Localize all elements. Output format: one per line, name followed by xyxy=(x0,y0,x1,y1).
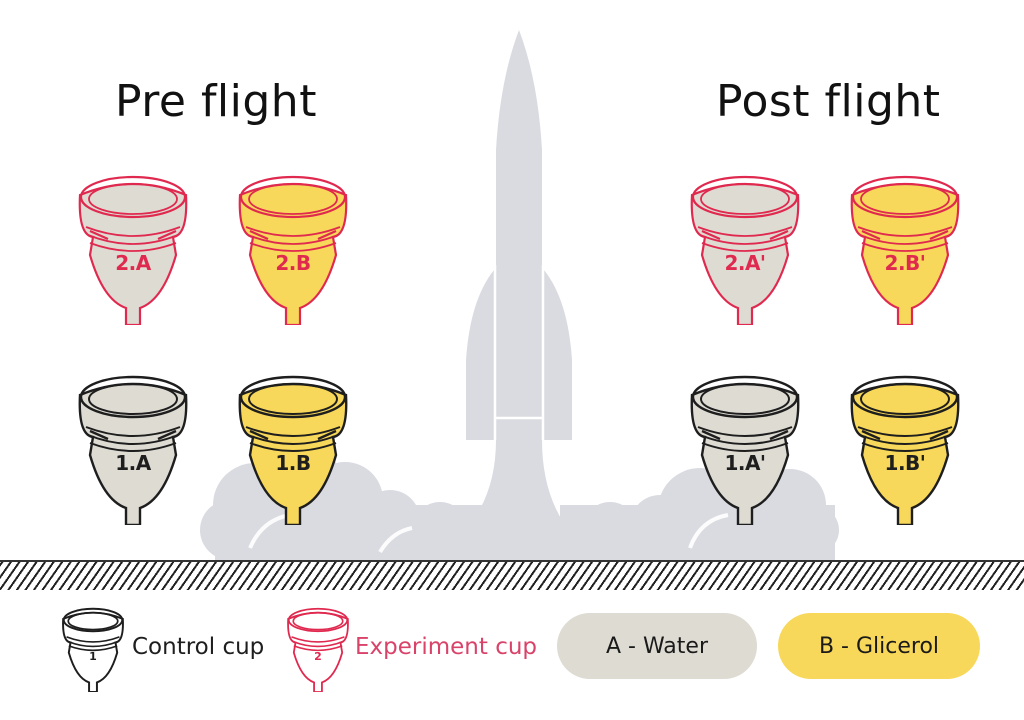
cup-label: 2.A' xyxy=(724,251,766,275)
pre-flight-heading: Pre flight xyxy=(115,76,317,127)
cup-2a-prime-experiment-water: 2.A' xyxy=(680,165,810,325)
legend-experiment-cup: 2 xyxy=(280,602,356,692)
cup-label: 2.B xyxy=(275,251,311,275)
cup-2a-experiment-water: 2.A xyxy=(68,165,198,325)
menstrual-cup-icon xyxy=(78,375,188,525)
cup-2b-prime-experiment-glicerol: 2.B' xyxy=(840,165,970,325)
legend-glicerol-pill: B - Glicerol xyxy=(778,613,980,679)
cup-label: 2.B' xyxy=(884,251,926,275)
cup-label: 1.B xyxy=(275,451,311,475)
cup-1a-control-water: 1.A xyxy=(68,365,198,525)
cup-1b-control-glicerol: 1.B xyxy=(228,365,358,525)
cup-label: 1.A' xyxy=(724,451,766,475)
menstrual-cup-icon xyxy=(690,375,800,525)
menstrual-cup-icon xyxy=(850,375,960,525)
cup-1a-prime-control-water: 1.A' xyxy=(680,365,810,525)
menstrual-cup-icon xyxy=(690,175,800,325)
legend-water-label: A - Water xyxy=(605,633,708,659)
cup-label: 2.A xyxy=(115,251,151,275)
legend-experiment-label: Experiment cup xyxy=(355,634,538,660)
rocket-icon xyxy=(466,30,572,440)
legend-water-pill: A - Water xyxy=(557,613,757,679)
cup-label: 1.B' xyxy=(884,451,926,475)
menstrual-cup-icon xyxy=(238,175,348,325)
ground-hatching xyxy=(0,560,1024,590)
legend-experiment-number: 2 xyxy=(314,650,322,663)
cup-2b-experiment-glicerol: 2.B xyxy=(228,165,358,325)
legend-glicerol-label: B - Glicerol xyxy=(818,633,940,659)
legend-control-number: 1 xyxy=(89,650,97,663)
post-flight-heading: Post flight xyxy=(716,76,941,127)
menstrual-cup-icon xyxy=(62,607,124,692)
legend-control-cup: 1 xyxy=(55,602,131,692)
legend-control-label: Control cup xyxy=(132,634,265,660)
menstrual-cup-icon xyxy=(850,175,960,325)
cup-label: 1.A xyxy=(115,451,151,475)
menstrual-cup-icon xyxy=(238,375,348,525)
cup-1b-prime-control-glicerol: 1.B' xyxy=(840,365,970,525)
menstrual-cup-icon xyxy=(287,607,349,692)
menstrual-cup-icon xyxy=(78,175,188,325)
